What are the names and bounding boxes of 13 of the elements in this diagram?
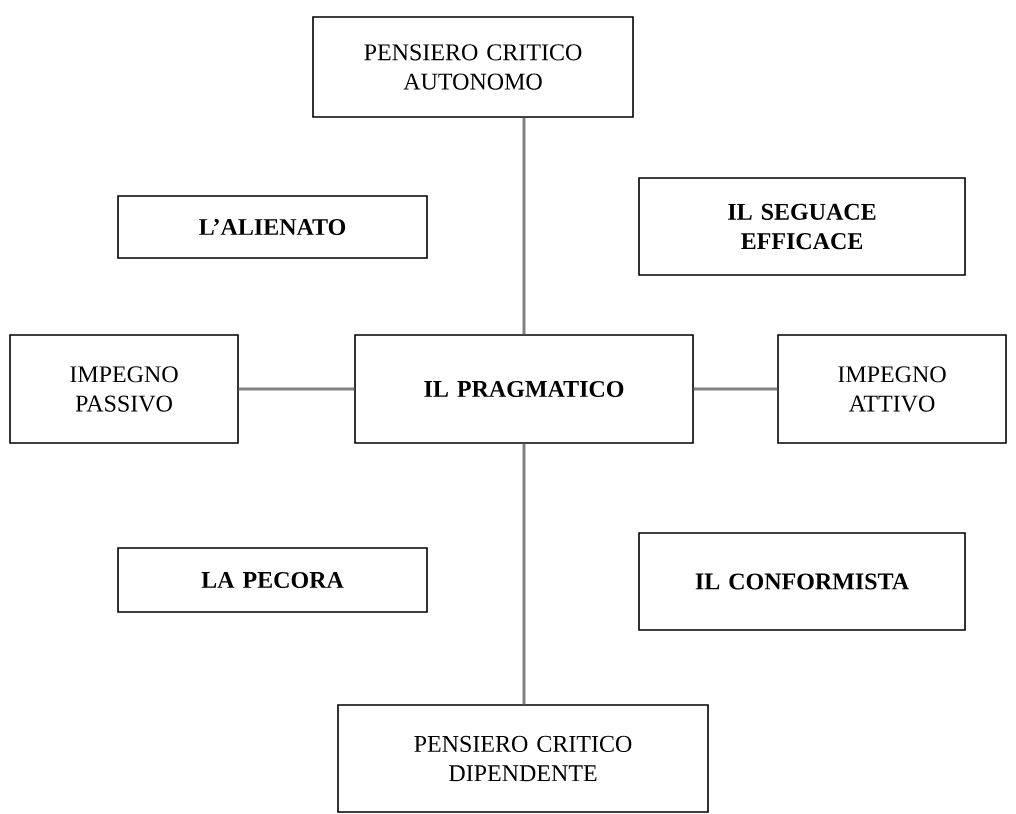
center-box: IL PRAGMATICO	[354, 334, 694, 444]
connector-line	[522, 117, 526, 335]
quadrant-box: IL SEGUACE EFFICACE	[638, 177, 966, 276]
connector-line	[522, 443, 526, 705]
quadrant-box: L’ALIENATO	[117, 195, 428, 259]
axis-end-box: IMPEGNO ATTIVO	[777, 334, 1007, 444]
quadrant-box: IL CONFORMISTA	[638, 532, 966, 631]
axis-end-box: PENSIERO CRITICO DIPENDENTE	[337, 704, 709, 813]
quadrant-box: LA PECORA	[117, 547, 428, 613]
connector-line	[693, 387, 778, 391]
connector-line	[238, 387, 355, 391]
axis-end-box: PENSIERO CRITICO AUTONOMO	[312, 16, 634, 118]
axis-end-box: IMPEGNO PASSIVO	[9, 334, 239, 444]
